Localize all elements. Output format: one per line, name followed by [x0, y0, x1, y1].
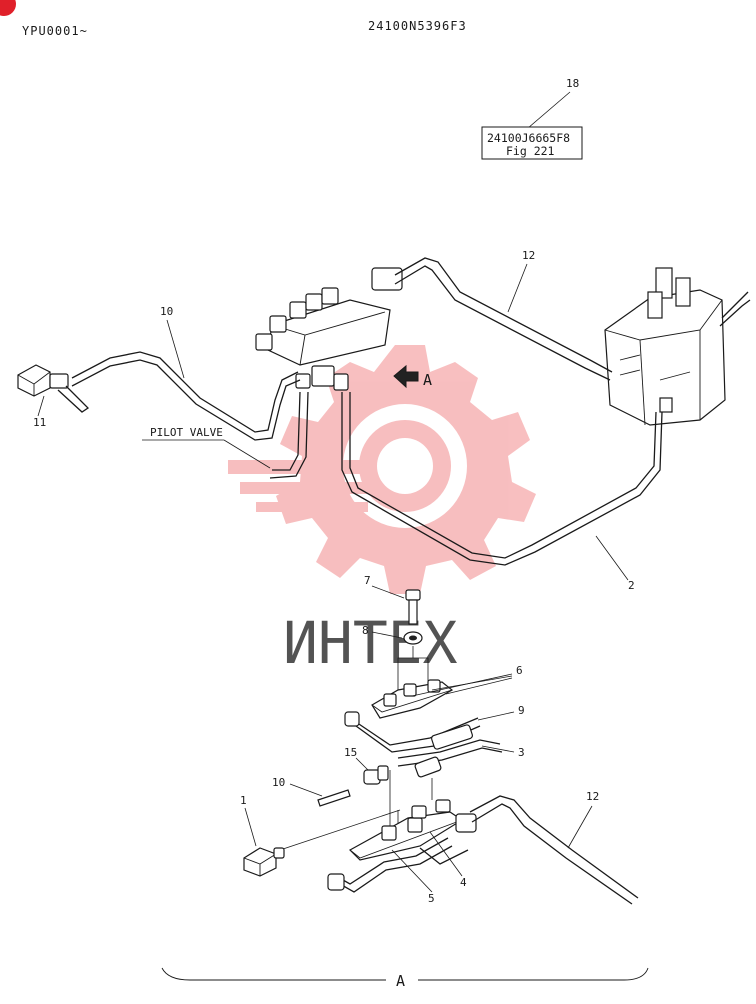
corner-badge — [0, 0, 16, 16]
callout-10-lower-leader — [289, 783, 323, 797]
callout-6: 6 — [516, 664, 523, 677]
coupling-sleeve — [414, 756, 442, 778]
section-bracket-left — [161, 967, 386, 981]
lower-manifold — [349, 799, 477, 861]
pipe-12-upper — [394, 257, 613, 373]
pipe-5-nut — [327, 873, 345, 891]
view-arrow-icon — [393, 364, 419, 389]
pipe-3-edge — [397, 747, 503, 767]
pipe-2-edge — [349, 392, 657, 559]
callout-5: 5 — [428, 892, 435, 905]
callout-6-leader-c — [445, 677, 513, 695]
fitting-15 — [363, 765, 389, 785]
pipe-9 — [349, 717, 479, 746]
callout-3: 3 — [518, 746, 525, 759]
reference-part-number: 24100J6665F8 — [487, 131, 570, 145]
drawing-number: 24100N5396F3 — [368, 19, 467, 33]
pipe-4 — [419, 847, 469, 865]
callout-12-lower: 12 — [586, 790, 599, 803]
pipe-10-upper — [71, 351, 299, 433]
pilot-valve-label: PILOT VALVE — [150, 426, 223, 439]
pipe-2 — [341, 392, 663, 566]
pipe-5-edge — [335, 837, 449, 885]
pipe-10-upper-edge — [71, 359, 301, 441]
view-arrow-label: A — [423, 371, 432, 389]
clamp-6-set — [371, 679, 454, 719]
pipe-12-lower-edge — [471, 803, 633, 905]
callout-11: 11 — [33, 416, 46, 429]
callout-2-leader — [595, 535, 629, 581]
callout-12-lower-leader — [567, 805, 593, 849]
serial-range: YPU0001~ — [22, 24, 88, 38]
callout-18: 18 — [566, 77, 579, 90]
pilot-valve-leader — [223, 439, 271, 469]
section-bracket-right — [418, 967, 649, 981]
pipe-12-lower — [469, 795, 639, 899]
callout-9-leader — [477, 711, 515, 721]
callout-9: 9 — [518, 704, 525, 717]
callout-1: 1 — [240, 794, 247, 807]
pipe-9-sleeve — [430, 724, 474, 750]
pressure-switch-11 — [17, 364, 90, 413]
callout-4: 4 — [460, 876, 467, 889]
callout-15-leader — [355, 757, 369, 771]
callout-10-upper-leader — [166, 319, 185, 379]
pilot-valve-line — [272, 391, 301, 471]
pressure-switch-1 — [243, 847, 285, 877]
hose-10-lower — [317, 789, 351, 807]
bolt-7 — [405, 589, 421, 625]
callout-15: 15 — [344, 746, 357, 759]
callout-7: 7 — [364, 574, 371, 587]
watermark-logo — [228, 345, 536, 594]
pipe-9-nut — [344, 711, 360, 727]
callout-8: 8 — [362, 624, 369, 637]
pilot-valve-line-edge — [269, 391, 309, 479]
callout-11-leader — [37, 395, 45, 417]
control-valve-block — [604, 267, 751, 426]
callout-3-leader — [481, 745, 515, 753]
pipe-3 — [397, 739, 501, 759]
reference-figure: Fig 221 — [506, 144, 555, 158]
callout-4-leader — [429, 831, 463, 877]
section-bracket-label: A — [396, 972, 405, 990]
callout-6-leader-b — [431, 675, 513, 691]
pipe-5 — [339, 845, 453, 893]
callout-7-leader — [371, 585, 405, 599]
pipe-12-upper-edge — [394, 265, 611, 381]
callout-2: 2 — [628, 579, 635, 592]
callout-1-leader — [244, 807, 257, 847]
switch-guide-line — [279, 809, 401, 851]
callout-10-upper: 10 — [160, 305, 173, 318]
washer-8-hole — [409, 635, 417, 641]
callout-18-leader — [527, 91, 571, 129]
watermark-text: ИНТЕХ — [283, 609, 458, 677]
callout-12-upper-leader — [507, 263, 528, 313]
reference-box — [481, 126, 583, 160]
callout-12-upper: 12 — [522, 249, 535, 262]
callout-10-lower: 10 — [272, 776, 285, 789]
callout-5-leader — [391, 849, 433, 893]
callout-8-leader — [371, 631, 403, 639]
upper-manifold — [255, 267, 403, 391]
